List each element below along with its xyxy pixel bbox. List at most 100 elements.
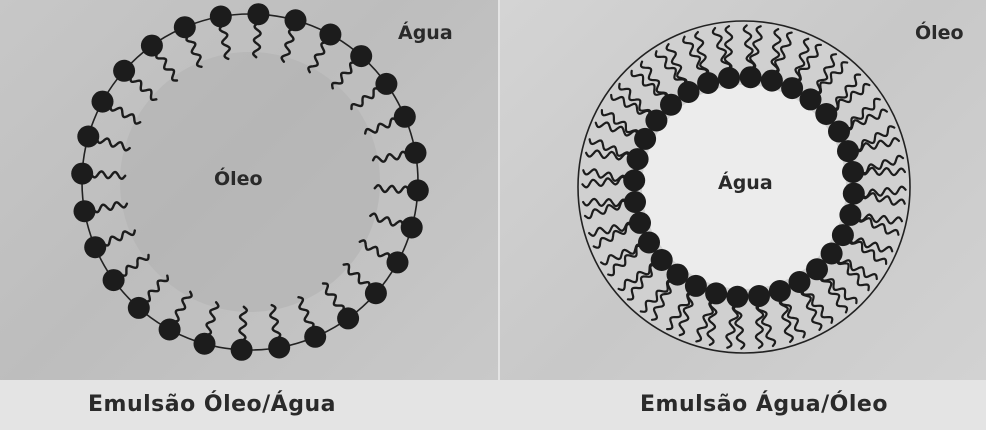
surfactant-tail xyxy=(836,257,870,292)
surfactant-tail xyxy=(639,60,669,100)
surfactant-head xyxy=(626,148,649,171)
surfactant-tail xyxy=(831,73,862,110)
surfactant-tail xyxy=(665,43,688,87)
surfactant-head xyxy=(645,109,668,132)
surfactant-tail xyxy=(307,41,328,74)
surfactant-head xyxy=(842,161,864,183)
surfactant-head xyxy=(705,282,728,305)
water-in-oil-diagram xyxy=(577,20,911,354)
surfactant-head xyxy=(91,90,114,113)
surfactant-tail xyxy=(582,168,628,182)
surfactant-tail xyxy=(592,222,634,249)
surfactant-tail xyxy=(860,192,906,206)
surfactant-tail xyxy=(358,239,391,260)
surfactant-head xyxy=(337,307,360,330)
surfactant-head xyxy=(781,77,804,100)
surfactant-head xyxy=(718,67,740,89)
surfactant-tail xyxy=(588,138,631,159)
surfactant-head xyxy=(400,216,423,239)
surfactant-tail xyxy=(109,104,142,125)
oil-in-water-diagram xyxy=(71,3,429,361)
oil-in-water-panel: Água Óleo xyxy=(0,0,498,380)
surfactant-tail xyxy=(600,109,639,137)
surfactant-head xyxy=(666,263,689,286)
surfactant-tail xyxy=(639,279,674,313)
surfactant-tail xyxy=(857,213,903,225)
surfactant-tail xyxy=(706,300,718,346)
surfactant-tail xyxy=(119,253,150,277)
surfactant-tail xyxy=(666,292,694,331)
surfactant-tail xyxy=(630,69,667,100)
surfactant-tail xyxy=(819,274,849,314)
surfactant-head xyxy=(284,9,307,32)
surfactant-head xyxy=(247,3,270,26)
surfactant-head xyxy=(624,191,646,213)
surfactant-tail xyxy=(794,37,810,82)
surfactant-tail xyxy=(800,287,823,331)
surfactant-head xyxy=(84,236,107,259)
oil-core xyxy=(120,52,380,312)
surfactant-head xyxy=(660,93,682,116)
surfactant-head xyxy=(230,338,253,361)
surfactant-tail xyxy=(794,43,822,82)
surfactant-tail xyxy=(711,26,732,72)
surfactant-head xyxy=(842,182,865,205)
surfactant-tail xyxy=(600,243,644,266)
surfactant-head xyxy=(127,296,150,319)
surfactant-tail xyxy=(742,24,756,71)
surfactant-tail xyxy=(854,137,900,153)
surfactant-head xyxy=(71,162,94,185)
surfactant-head xyxy=(650,249,673,271)
surfactant-head xyxy=(364,282,387,305)
surfactant-tail xyxy=(280,27,295,63)
surfactant-tail xyxy=(95,137,131,152)
surfactant-tail xyxy=(617,262,657,292)
outer-phase-label: Água xyxy=(398,22,453,44)
surfactant-head xyxy=(319,23,342,46)
surfactant-head xyxy=(350,45,373,68)
surfactant-tail xyxy=(610,93,652,117)
surfactant-tail xyxy=(618,82,652,117)
surfactant-head xyxy=(760,69,783,92)
surfactant-tail xyxy=(238,305,249,342)
surfactant-head xyxy=(815,103,838,125)
surfactant-head xyxy=(73,200,96,223)
surfactant-head xyxy=(629,211,651,234)
core-phase-label: Óleo xyxy=(214,168,263,190)
surfactant-head xyxy=(102,269,125,292)
surfactant-tail xyxy=(814,53,838,95)
surfactant-tail xyxy=(678,292,694,337)
surfactant-tail xyxy=(581,175,628,189)
surfactant-tail xyxy=(754,302,765,349)
surfactant-head xyxy=(820,242,843,265)
surfactant-head xyxy=(209,5,232,28)
surfactant-head xyxy=(375,72,398,95)
surfactant-head xyxy=(831,224,854,247)
surfactant-head xyxy=(839,203,862,226)
core-phase-label: Água xyxy=(718,172,773,194)
surfactant-tail xyxy=(772,31,793,74)
surfactant-head xyxy=(304,325,327,348)
surfactant-head xyxy=(393,105,416,128)
water-in-oil-panel: Óleo Água xyxy=(500,0,986,380)
outer-phase-label: Óleo xyxy=(915,22,964,44)
surfactant-tail xyxy=(588,221,634,237)
surfactant-tail xyxy=(725,303,739,349)
surfactant-tail xyxy=(205,301,220,337)
surfactant-tail xyxy=(218,24,231,61)
surfactant-head xyxy=(788,271,811,293)
oil-in-water-caption: Emulsão Óleo/Água xyxy=(88,392,336,417)
surfactant-head xyxy=(697,72,720,94)
surfactant-tail xyxy=(129,75,158,101)
surfactant-tail xyxy=(143,274,169,303)
surfactant-tail xyxy=(607,244,644,277)
surfactant-tail xyxy=(582,197,629,208)
surfactant-head xyxy=(726,285,749,308)
surfactant-head xyxy=(799,88,822,111)
surfactant-tail xyxy=(779,297,806,339)
surfactant-tail xyxy=(849,237,888,265)
surfactant-head xyxy=(386,251,409,274)
surfactant-head xyxy=(739,66,762,89)
surfactant-tail xyxy=(844,108,888,131)
